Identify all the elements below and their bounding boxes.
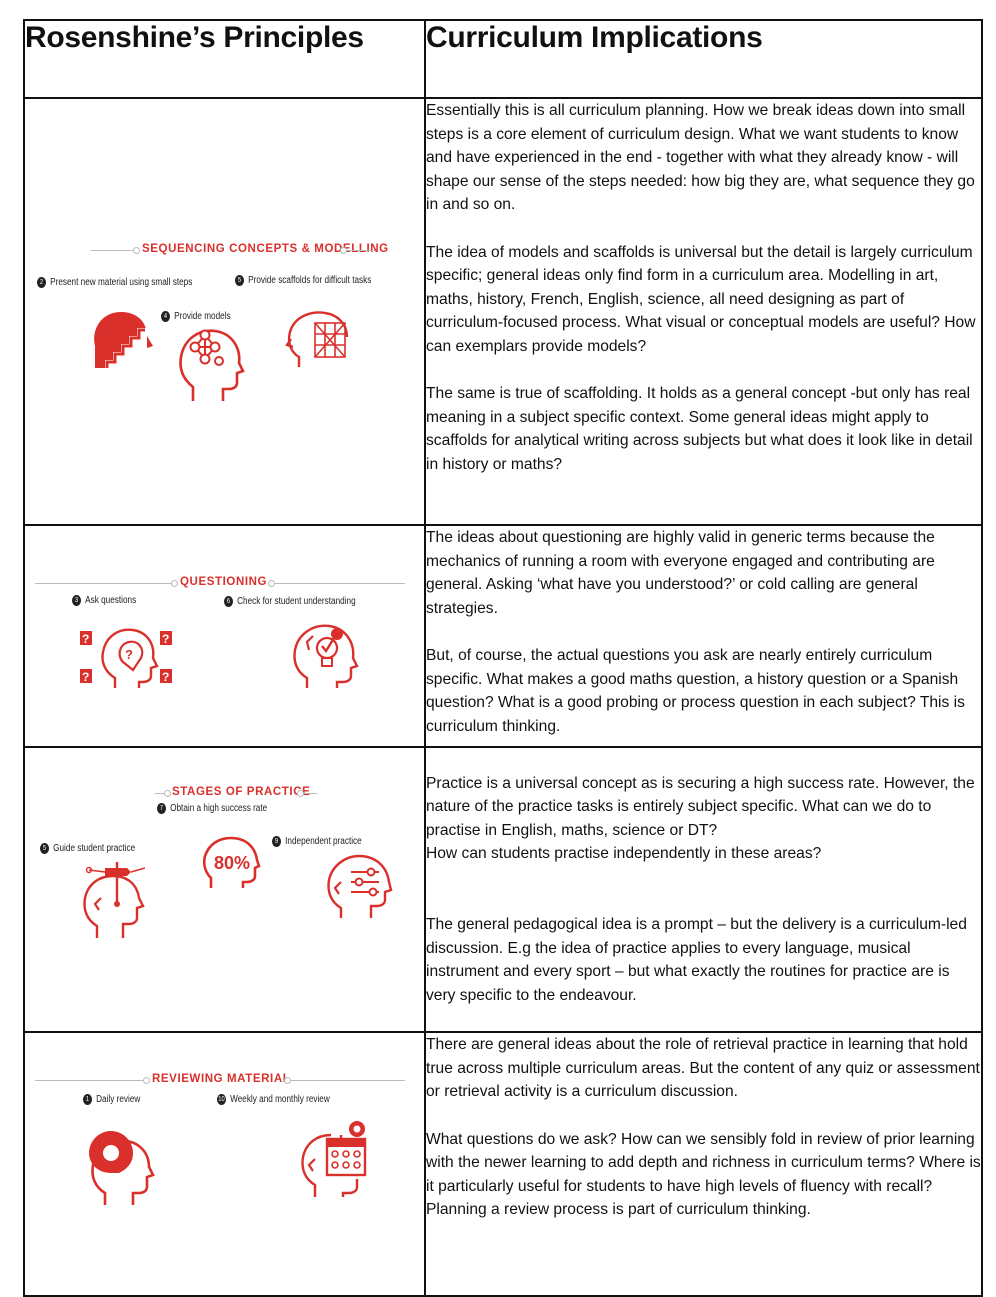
head-question-icon: ? [101,628,159,688]
paragraph: Practice is a universal concept as is se… [426,774,975,863]
principles-table: Rosenshine’s Principles Curriculum Impli… [23,19,983,1297]
head-steps-icon [94,312,153,368]
svg-text:80%: 80% [214,853,250,873]
divider [35,583,173,584]
divider-dot [171,580,178,587]
svg-text:?: ? [162,670,169,684]
head-calendar-icon [301,1121,367,1198]
divider [35,1080,145,1082]
divider [304,793,317,794]
svg-text:?: ? [125,647,133,662]
divider-dot [284,1077,291,1085]
paragraph: The same is true of scaffolding. It hold… [426,385,973,473]
head-lightbulb-icon [293,624,359,688]
section-title: STAGES OF PRACTICE [172,786,311,798]
percent-badge-icon: 80% [203,836,261,888]
head-network-icon [179,329,245,401]
paragraph: What questions do we ask? How can we sen… [426,1130,981,1219]
divider [275,583,405,584]
divider-dot [340,247,347,254]
divider-dot [133,247,140,254]
question-card-icon: ? [80,669,92,684]
divider [347,250,375,251]
paragraph: Essentially this is all curriculum plann… [426,102,975,214]
question-card-icon: ? [160,631,172,646]
divider [291,1080,405,1082]
divider-dot [164,790,171,797]
paragraph: The general pedagogical idea is a prompt… [426,916,967,1004]
section-title: REVIEWING MATERIAL [152,1073,291,1086]
head-signpost-icon [83,862,146,938]
divider-dot [268,580,275,587]
divider [155,793,166,794]
paragraph: There are general ideas about the role o… [426,1036,980,1101]
svg-text:?: ? [162,632,169,646]
head-grid-icon [285,311,349,367]
head-sliders-icon [327,854,393,918]
question-card-icon: ? [80,631,92,646]
svg-text:?: ? [82,632,89,646]
head-speech-icon [89,1131,155,1206]
paragraph: But, of course, the actual questions you… [426,646,965,735]
svg-text:?: ? [82,670,89,684]
divider [91,250,136,251]
divider-dot [143,1077,150,1085]
header-row: Rosenshine’s Principles Curriculum Impli… [23,19,983,99]
header-implications: Curriculum Implications [424,19,983,99]
implications-cell: There are general ideas about the role o… [424,1031,983,1297]
paragraph: The ideas about questioning are highly v… [426,529,935,617]
question-card-icon: ? [160,669,172,684]
section-title: QUESTIONING [180,576,268,588]
header-principles: Rosenshine’s Principles [23,19,426,99]
paragraph: The idea of models and scaffolds is univ… [426,243,976,355]
implications-cell: The ideas about questioning are highly v… [424,524,983,748]
section-title: SEQUENCING CONCEPTS & MODELLING [142,243,389,255]
implications-cell: Practice is a universal concept as is se… [424,745,983,1034]
divider-dot [297,790,304,797]
implications-cell: Essentially this is all curriculum plann… [424,97,983,526]
